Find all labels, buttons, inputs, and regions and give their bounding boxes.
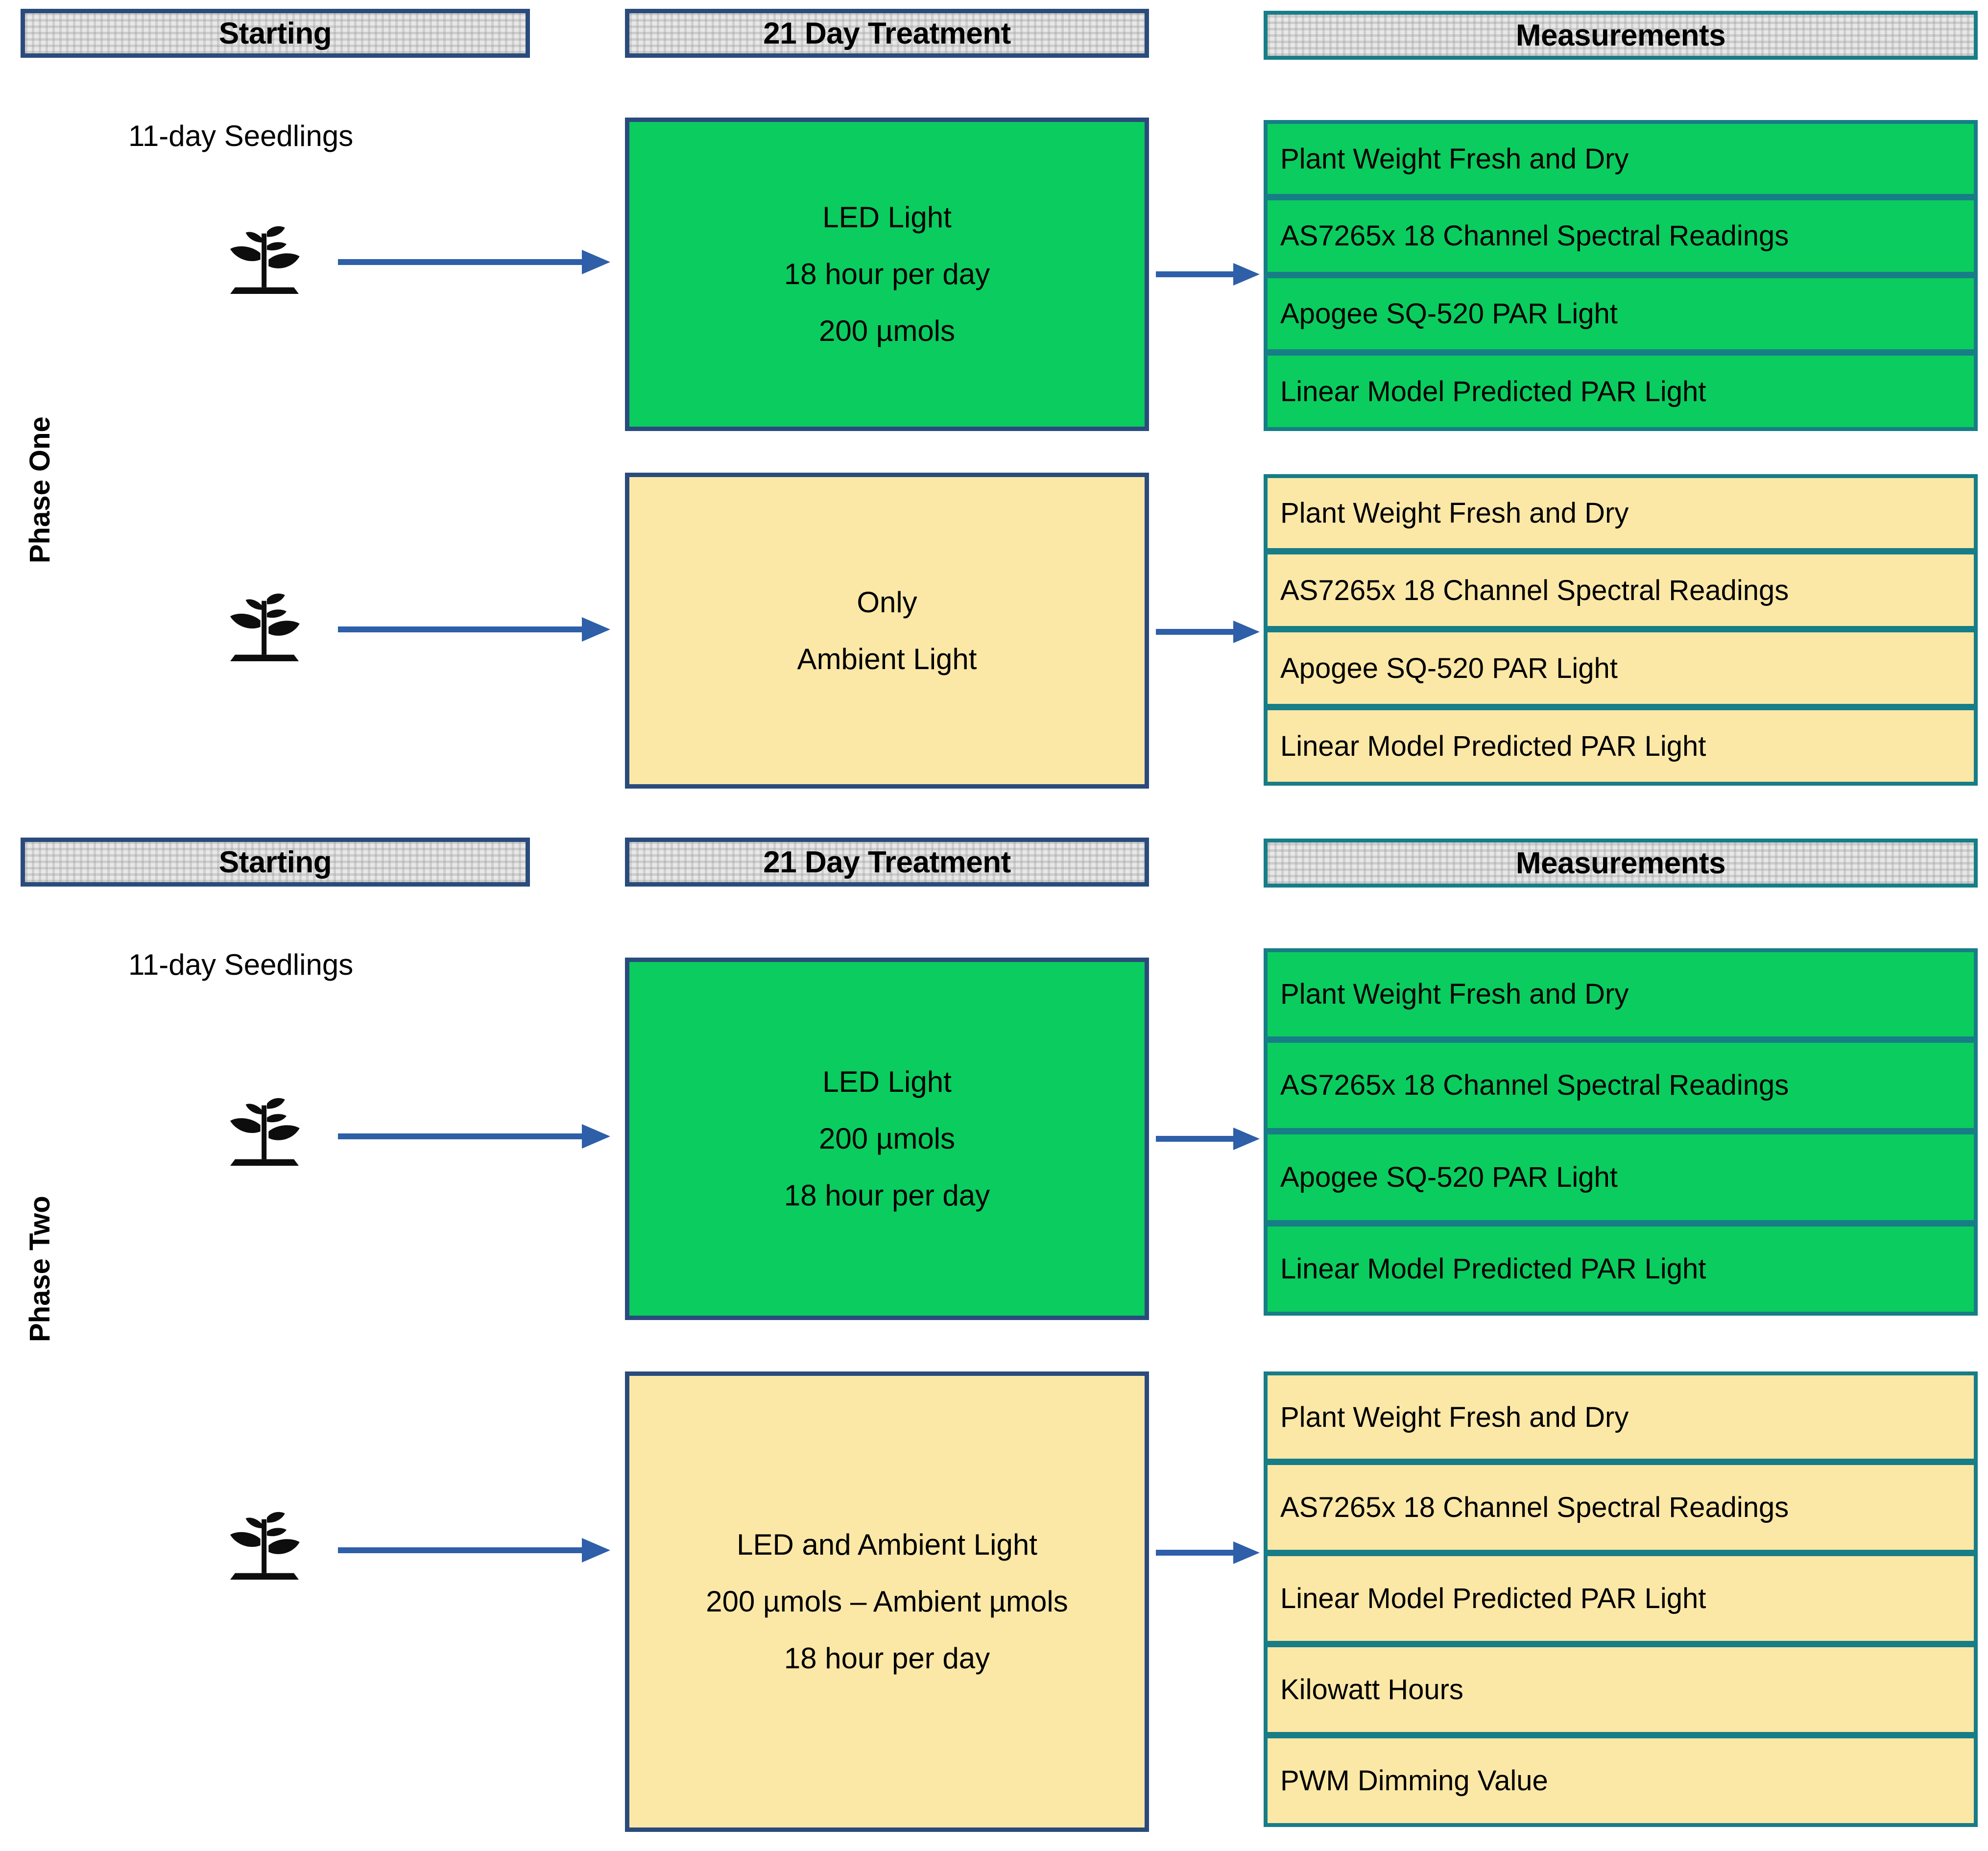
phase-label-one: Phase One xyxy=(24,416,56,563)
measurement-item: Plant Weight Fresh and Dry xyxy=(1264,1371,1978,1463)
treatment-line: LED and Ambient Light xyxy=(737,1528,1037,1561)
measurements-list-phase-two-led-ambient: Plant Weight Fresh and Dry AS7265x 18 Ch… xyxy=(1264,1371,1978,1827)
measurement-item: Kilowatt Hours xyxy=(1264,1645,1978,1736)
arrow-right-icon xyxy=(1156,615,1261,649)
measurement-item: Apogee SQ-520 PAR Light xyxy=(1264,275,1978,354)
measurement-item: Apogee SQ-520 PAR Light xyxy=(1264,1132,1978,1224)
measurement-item: AS7265x 18 Channel Spectral Readings xyxy=(1264,552,1978,630)
measurement-item: AS7265x 18 Channel Spectral Readings xyxy=(1264,1463,1978,1554)
seedling-caption-phase-one: 11-day Seedlings xyxy=(128,120,354,152)
column-header-starting-phase-one: Starting xyxy=(21,9,530,58)
arrow-right-icon xyxy=(1156,1122,1261,1156)
measurement-item: Linear Model Predicted PAR Light xyxy=(1264,1224,1978,1316)
treatment-line: 200 µmols xyxy=(818,1122,956,1155)
measurement-item: Plant Weight Fresh and Dry xyxy=(1264,948,1978,1040)
treatment-line: Only xyxy=(857,585,917,619)
measurement-item: Apogee SQ-520 PAR Light xyxy=(1264,630,1978,708)
seedling-icon xyxy=(223,220,306,299)
measurement-item: Linear Model Predicted PAR Light xyxy=(1264,1554,1978,1645)
seedling-icon xyxy=(223,588,306,666)
measurements-list-phase-one-ambient: Plant Weight Fresh and Dry AS7265x 18 Ch… xyxy=(1264,474,1978,786)
column-header-measurements-phase-two: Measurements xyxy=(1264,839,1978,888)
treatment-line: 18 hour per day xyxy=(784,258,990,290)
measurement-item: Plant Weight Fresh and Dry xyxy=(1264,474,1978,552)
treatment-line: Ambient Light xyxy=(797,642,977,675)
treatment-line: 18 hour per day xyxy=(784,1642,990,1675)
treatment-line: 200 µmols xyxy=(818,314,956,347)
treatment-box-phase-one-ambient: Only Ambient Light xyxy=(625,473,1149,789)
arrow-right-icon xyxy=(338,612,612,647)
treatment-line: 200 µmols – Ambient µmols xyxy=(706,1585,1068,1618)
arrow-right-icon xyxy=(338,1533,612,1567)
treatment-box-phase-one-led: LED Light 18 hour per day 200 µmols xyxy=(625,118,1149,431)
treatment-box-phase-two-led: LED Light 200 µmols 18 hour per day xyxy=(625,958,1149,1320)
column-header-measurements-phase-one: Measurements xyxy=(1264,11,1978,60)
treatment-line: 18 hour per day xyxy=(784,1179,990,1212)
seedling-icon xyxy=(223,1092,306,1171)
column-header-treatment-phase-two: 21 Day Treatment xyxy=(625,838,1149,887)
measurement-item: PWM Dimming Value xyxy=(1264,1736,1978,1827)
phase-label-two: Phase Two xyxy=(24,1196,56,1342)
arrow-right-icon xyxy=(338,245,612,279)
treatment-box-phase-two-led-ambient: LED and Ambient Light 200 µmols – Ambien… xyxy=(625,1371,1149,1832)
measurements-list-phase-one-led: Plant Weight Fresh and Dry AS7265x 18 Ch… xyxy=(1264,120,1978,431)
column-header-treatment-phase-one: 21 Day Treatment xyxy=(625,9,1149,58)
seedling-icon xyxy=(223,1506,306,1585)
treatment-line: LED Light xyxy=(822,201,952,234)
treatment-line: LED Light xyxy=(822,1065,952,1098)
measurement-item: Plant Weight Fresh and Dry xyxy=(1264,120,1978,198)
seedling-caption-phase-two: 11-day Seedlings xyxy=(128,948,354,981)
measurement-item: Linear Model Predicted PAR Light xyxy=(1264,353,1978,431)
measurement-item: AS7265x 18 Channel Spectral Readings xyxy=(1264,1040,1978,1132)
measurements-list-phase-two-led: Plant Weight Fresh and Dry AS7265x 18 Ch… xyxy=(1264,948,1978,1316)
arrow-right-icon xyxy=(338,1119,612,1154)
measurement-item: AS7265x 18 Channel Spectral Readings xyxy=(1264,197,1978,276)
arrow-right-icon xyxy=(1156,257,1261,291)
column-header-starting-phase-two: Starting xyxy=(21,838,530,887)
arrow-right-icon xyxy=(1156,1536,1261,1570)
measurement-item: Linear Model Predicted PAR Light xyxy=(1264,708,1978,786)
